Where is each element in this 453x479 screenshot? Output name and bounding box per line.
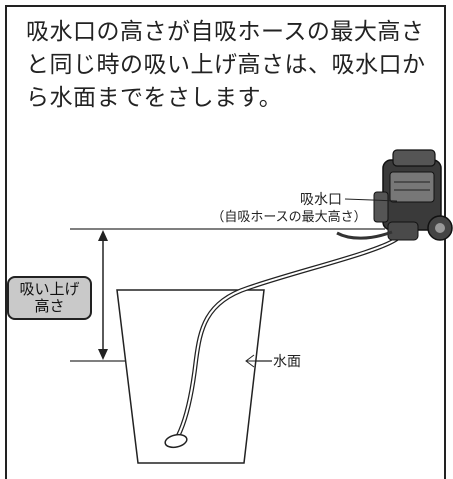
hose-strainer xyxy=(164,433,188,449)
intake-port-leader xyxy=(344,198,398,202)
water-surface-label: 水面 xyxy=(273,354,301,370)
description-line-2: と同じ時の吸い上げ高さは、吸水口か xyxy=(26,52,426,78)
arrow-head-top xyxy=(98,230,108,241)
bucket xyxy=(116,289,265,464)
suction-height-label-line-1: 吸い上げ xyxy=(19,280,80,298)
pump-unit xyxy=(336,149,453,241)
arrow-head-bottom xyxy=(98,349,108,360)
suction-height-label-line-2: 高さ xyxy=(34,297,65,315)
description-line-3: ら水面までをさします。 xyxy=(26,85,283,111)
suction-height-badge: 吸い上げ 高さ xyxy=(7,276,92,320)
description-line-1: 吸水口の高さが自吸ホースの最大高さ xyxy=(26,19,425,45)
intake-port-label: 吸水口 xyxy=(300,192,342,208)
intake-port-note: （自吸ホースの最大高さ） xyxy=(211,209,366,225)
description-text: 吸水口の高さが自吸ホースの最大高さ と同じ時の吸い上げ高さは、吸水口か ら水面ま… xyxy=(26,16,446,115)
